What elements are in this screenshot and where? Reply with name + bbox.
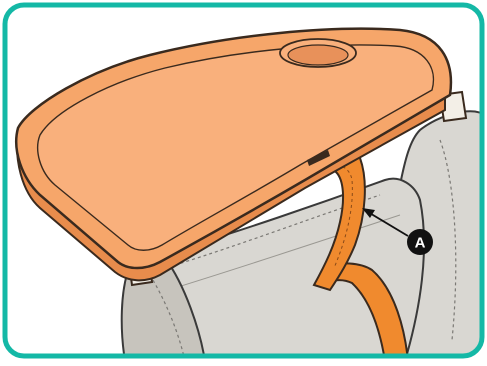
cup-holder-inner: [288, 45, 348, 65]
callout-label: A: [415, 235, 426, 252]
